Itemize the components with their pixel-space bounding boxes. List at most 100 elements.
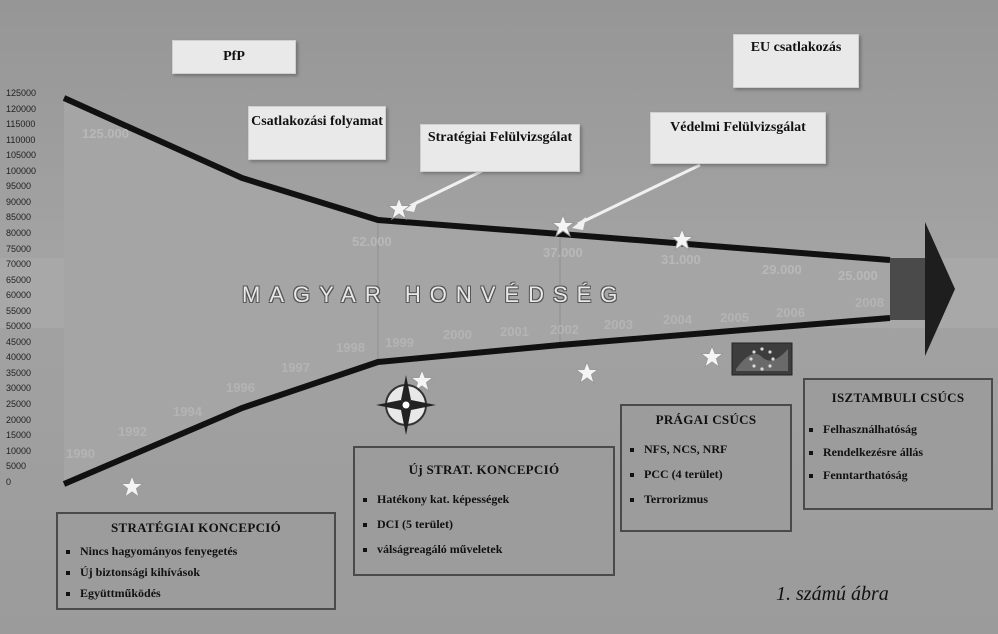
y-tick-label: 125000 [6,88,37,98]
year-label: 1999 [385,335,414,350]
isztambuli-csucs-panel: ISZTAMBULI CSÚCS Felhasználhatóság Rende… [803,378,993,510]
strength-label: 37.000 [543,245,583,260]
panel-title: ISZTAMBULI CSÚCS [831,390,965,405]
top-strength-line [62,95,891,263]
bottom-strength-line [62,315,891,487]
panel-title: PRÁGAI CSÚCS [655,412,757,427]
list-item: Új biztonsági kihívások [80,565,334,580]
pragai-csucs-panel: PRÁGAI CSÚCS NFS, NCS, NRF PCC (4 terüle… [620,404,792,532]
panel-list: Hatékony kat. képességek DCI (5 terület)… [355,492,613,557]
y-tick-label: 70000 [6,259,32,270]
year-label: 2003 [604,317,633,332]
strategiai-felulvizsgalat-box: Stratégiai Felülvizsgálat [420,124,580,172]
y-tick-label: 75000 [6,243,32,254]
y-tick-label: 45000 [6,336,32,347]
star-icon-1999-top [386,196,412,221]
y-tick-label: 100000 [6,165,37,176]
nato-compass-icon [376,375,436,435]
year-label: 2004 [663,312,692,327]
list-item: Nincs hagyományos fenyegetés [80,544,334,559]
y-tick-label: 60000 [6,290,32,301]
y-tick-label: 15000 [6,430,32,441]
y-tick-label: 55000 [6,305,32,316]
y-tick-label: 20000 [6,414,32,425]
list-item: DCI (5 terület) [377,517,613,532]
y-tick-label: 5000 [6,461,27,472]
arrow-head [925,222,955,356]
star-icon-1999-bottom [409,368,435,393]
figure-caption: 1. számú ábra [776,583,889,605]
panel-title: STRATÉGIAI KONCEPCIÓ [110,520,282,535]
year-label: 2000 [443,327,472,342]
strength-label: 29.000 [762,262,802,277]
star-icon-2004-bottom [699,344,725,369]
y-tick-label: 0 [6,476,12,487]
vedelmi-label: Védelmi Felülvizsgálat [670,120,806,135]
year-label: 2002 [550,322,579,337]
year-label: 1992 [118,424,147,439]
magyar-honvedseg-banner: MAGYAR HONVÉDSÉG [242,282,627,307]
list-item: NFS, NCS, NRF [644,442,790,457]
list-item: Együttműködés [80,586,334,601]
strength-label: 125.000 [82,126,129,141]
y-tick-label: 50000 [6,321,32,332]
panel-list: NFS, NCS, NRF PCC (4 terület) Terrorizmu… [622,442,790,507]
strength-label: 31.000 [661,252,701,267]
star-icon-2002-top [550,213,576,238]
y-tick-label: 40000 [6,352,32,363]
pointer-arrow-vedelmi [577,163,701,226]
list-item: Hatékony kat. képességek [377,492,613,507]
list-item: Fenntarthatóság [823,468,991,483]
pointer-arrowhead-strategiai [404,200,418,212]
y-tick-label: 30000 [6,383,32,394]
eu-label: EU csatlakozás [750,40,842,55]
panel-list: Felhasználhatóság Rendelkezésre állás Fe… [805,422,991,483]
y-tick-label: 95000 [6,181,32,192]
y-tick-label: 85000 [6,212,32,223]
pfp-label: PfP [223,49,245,64]
strength-label: 25.000 [838,268,878,283]
list-item: Terrorizmus [644,492,790,507]
uj-strat-koncepcio-panel: Új STRAT. KONCEPCIÓ Hatékony kat. képess… [353,446,615,576]
year-label: 2008 [855,295,884,310]
year-label: 2001 [500,324,529,339]
panel-list: Nincs hagyományos fenyegetés Új biztonsá… [58,544,334,601]
y-tick-label: 25000 [6,399,32,409]
vedelmi-felulvizsgalat-box: Védelmi Felülvizsgálat [650,112,826,164]
pointer-arrow-strategiai [409,166,489,208]
list-item: válságreagáló műveletek [377,542,613,557]
eu-box: EU csatlakozás [733,34,859,88]
star-icon-2004-top [669,227,695,252]
year-label: 1998 [336,340,365,355]
panel-title: Új STRAT. KONCEPCIÓ [408,462,560,477]
year-label: 1996 [226,380,255,395]
y-tick-label: 90000 [6,196,32,207]
year-label: 1994 [173,404,202,419]
y-tick-label: 80000 [6,227,32,238]
year-label: 2005 [720,310,749,325]
funnel-area [64,98,890,484]
year-label: 1990 [66,446,95,461]
strategiai-koncepcio-panel: STRATÉGIAI KONCEPCIÓ Nincs hagyományos f… [56,512,336,610]
arrow-shaft [890,258,930,320]
y-tick-label: 10000 [6,445,32,456]
star-icon-2002-bottom [574,360,600,385]
y-tick-label: 105000 [6,150,37,161]
y-tick-label: 65000 [6,274,32,285]
strategiai-label: Stratégiai Felülvizsgálat [427,130,573,145]
strength-label: 52.000 [352,234,392,249]
y-tick-label: 35000 [6,367,32,378]
list-item: Felhasználhatóság [823,422,991,437]
csatlakozasi-box: Csatlakozási folyamat [248,106,386,160]
list-item: PCC (4 terület) [644,467,790,482]
pointer-arrowhead-vedelmi [572,217,586,230]
y-tick-label: 115000 [6,119,36,130]
y-tick-label: 120000 [6,103,37,114]
pfp-box: PfP [172,40,296,74]
csatlakozasi-label: Csatlakozási folyamat [251,114,383,129]
eu-flag-icon [731,342,793,376]
year-label: 2006 [776,305,805,320]
star-icon-1990 [119,474,145,499]
